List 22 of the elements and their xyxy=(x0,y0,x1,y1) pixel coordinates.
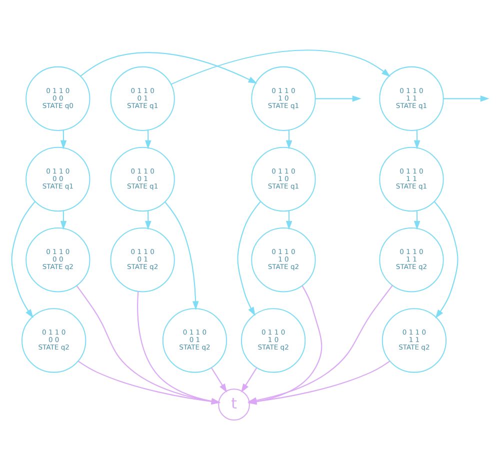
arrow xyxy=(60,210,66,230)
arrow xyxy=(80,52,257,84)
node-circle: t xyxy=(218,388,250,420)
arrow xyxy=(210,366,226,392)
arrow xyxy=(236,200,260,316)
arrow xyxy=(285,210,292,230)
arrow xyxy=(443,95,489,102)
arrow xyxy=(170,49,390,84)
arrow xyxy=(76,285,220,404)
arrow xyxy=(10,200,35,318)
arrow xyxy=(413,130,420,149)
arrow xyxy=(136,290,220,404)
arrow xyxy=(164,201,198,310)
arrow xyxy=(314,95,361,102)
arrow xyxy=(77,360,220,404)
arrow xyxy=(434,200,458,318)
arrow xyxy=(144,130,151,149)
arrow xyxy=(60,130,66,149)
arrow xyxy=(285,130,292,149)
arrow xyxy=(240,366,257,392)
arrow xyxy=(144,210,151,230)
arrow xyxy=(413,210,420,230)
